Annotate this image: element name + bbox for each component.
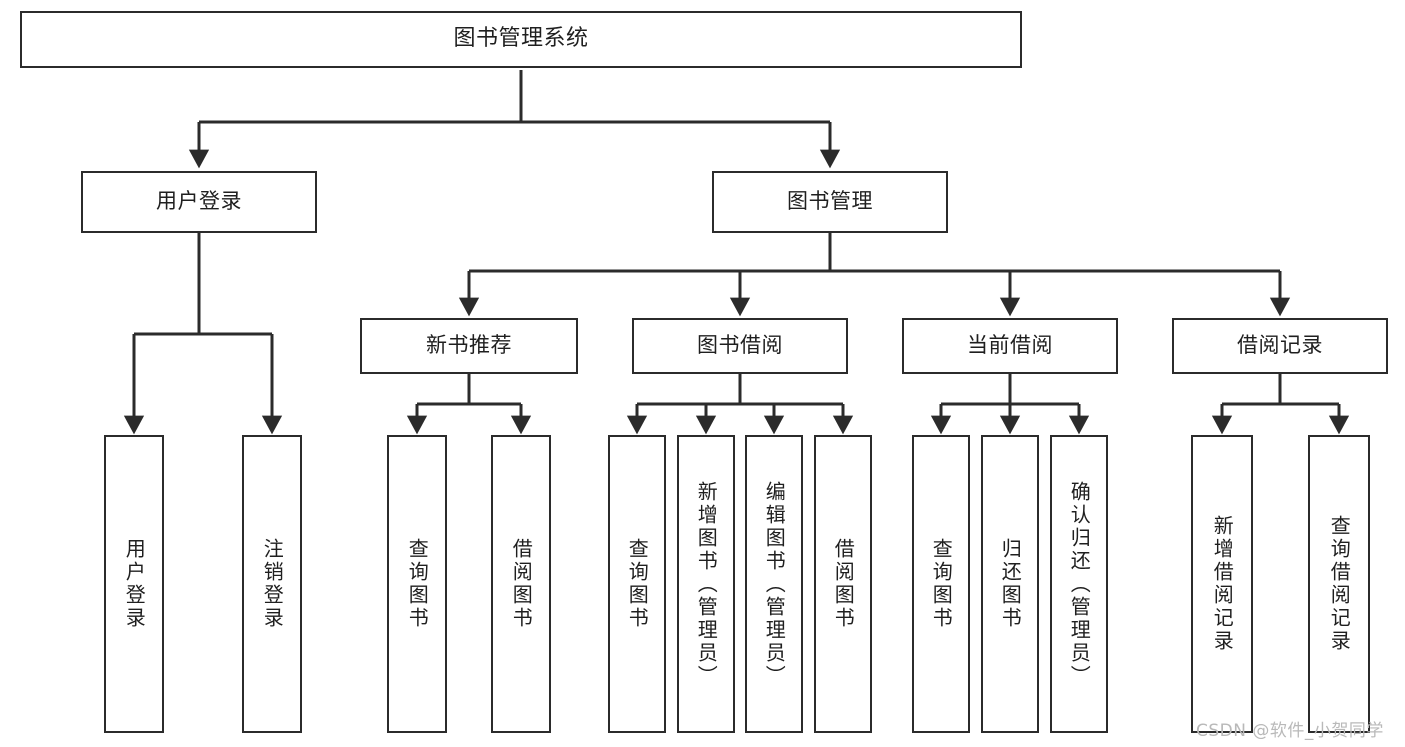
node-leaf-query-book-recommend[interactable]: 查询图书 — [387, 435, 447, 733]
node-leaf-query-book-borrow[interactable]: 查询图书 — [608, 435, 666, 733]
node-current-borrow[interactable]: 当前借阅 — [902, 318, 1118, 374]
node-label: 借阅记录 — [1237, 333, 1323, 358]
node-label: 新书推荐 — [426, 333, 512, 358]
node-book-manage[interactable]: 图书管理 — [712, 171, 948, 233]
connector-book-borrow-to-leaves — [626, 374, 854, 435]
node-label: 查询图书 — [625, 538, 650, 630]
csdn-watermark: CSDN @软件_小贺同学 — [1196, 721, 1384, 741]
node-label: 用户登录 — [122, 538, 147, 630]
connector-root-to-level2 — [188, 70, 841, 169]
node-leaf-borrow-book[interactable]: 借阅图书 — [814, 435, 872, 733]
node-leaf-query-borrow-record[interactable]: 查询借阅记录 — [1308, 435, 1370, 733]
node-leaf-user-login[interactable]: 用户登录 — [104, 435, 164, 733]
node-label: 查询借阅记录 — [1327, 515, 1352, 653]
node-leaf-logout-login[interactable]: 注销登录 — [242, 435, 302, 733]
node-label: 新增图书（管理员） — [694, 480, 719, 688]
node-leaf-add-borrow-record[interactable]: 新增借阅记录 — [1191, 435, 1253, 733]
node-label: 确认归还（管理员） — [1067, 480, 1092, 688]
node-new-book-recommend[interactable]: 新书推荐 — [360, 318, 578, 374]
node-leaf-edit-book[interactable]: 编辑图书（管理员） — [745, 435, 803, 733]
connector-borrow-record-to-leaves — [1211, 374, 1350, 435]
connector-user-login-to-leaves — [123, 233, 283, 435]
node-label: 归还图书 — [998, 538, 1023, 630]
node-label: 图书管理 — [787, 189, 873, 214]
node-label: 注销登录 — [260, 538, 285, 630]
connector-current-borrow-to-leaves — [930, 374, 1090, 435]
node-label: 查询图书 — [929, 538, 954, 630]
node-label: 图书管理系统 — [453, 26, 589, 52]
node-label: 用户登录 — [156, 189, 242, 214]
node-book-borrow[interactable]: 图书借阅 — [632, 318, 848, 374]
node-leaf-query-book-current[interactable]: 查询图书 — [912, 435, 970, 733]
node-label: 编辑图书（管理员） — [762, 480, 787, 688]
node-leaf-confirm-return[interactable]: 确认归还（管理员） — [1050, 435, 1108, 733]
connector-book-manage-to-level3 — [458, 233, 1291, 317]
node-user-login[interactable]: 用户登录 — [81, 171, 317, 233]
node-label: 新增借阅记录 — [1210, 515, 1235, 653]
node-borrow-record[interactable]: 借阅记录 — [1172, 318, 1388, 374]
node-label: 查询图书 — [405, 538, 430, 630]
node-label: 当前借阅 — [967, 333, 1053, 358]
node-leaf-return-book[interactable]: 归还图书 — [981, 435, 1039, 733]
node-leaf-add-book[interactable]: 新增图书（管理员） — [677, 435, 735, 733]
connector-new-book-recommend-to-leaves — [406, 374, 532, 435]
node-label: 图书借阅 — [697, 333, 783, 358]
node-leaf-borrow-book-recommend[interactable]: 借阅图书 — [491, 435, 551, 733]
node-root-book-management-system[interactable]: 图书管理系统 — [20, 11, 1022, 68]
node-label: 借阅图书 — [831, 538, 856, 630]
node-label: 借阅图书 — [509, 538, 534, 630]
